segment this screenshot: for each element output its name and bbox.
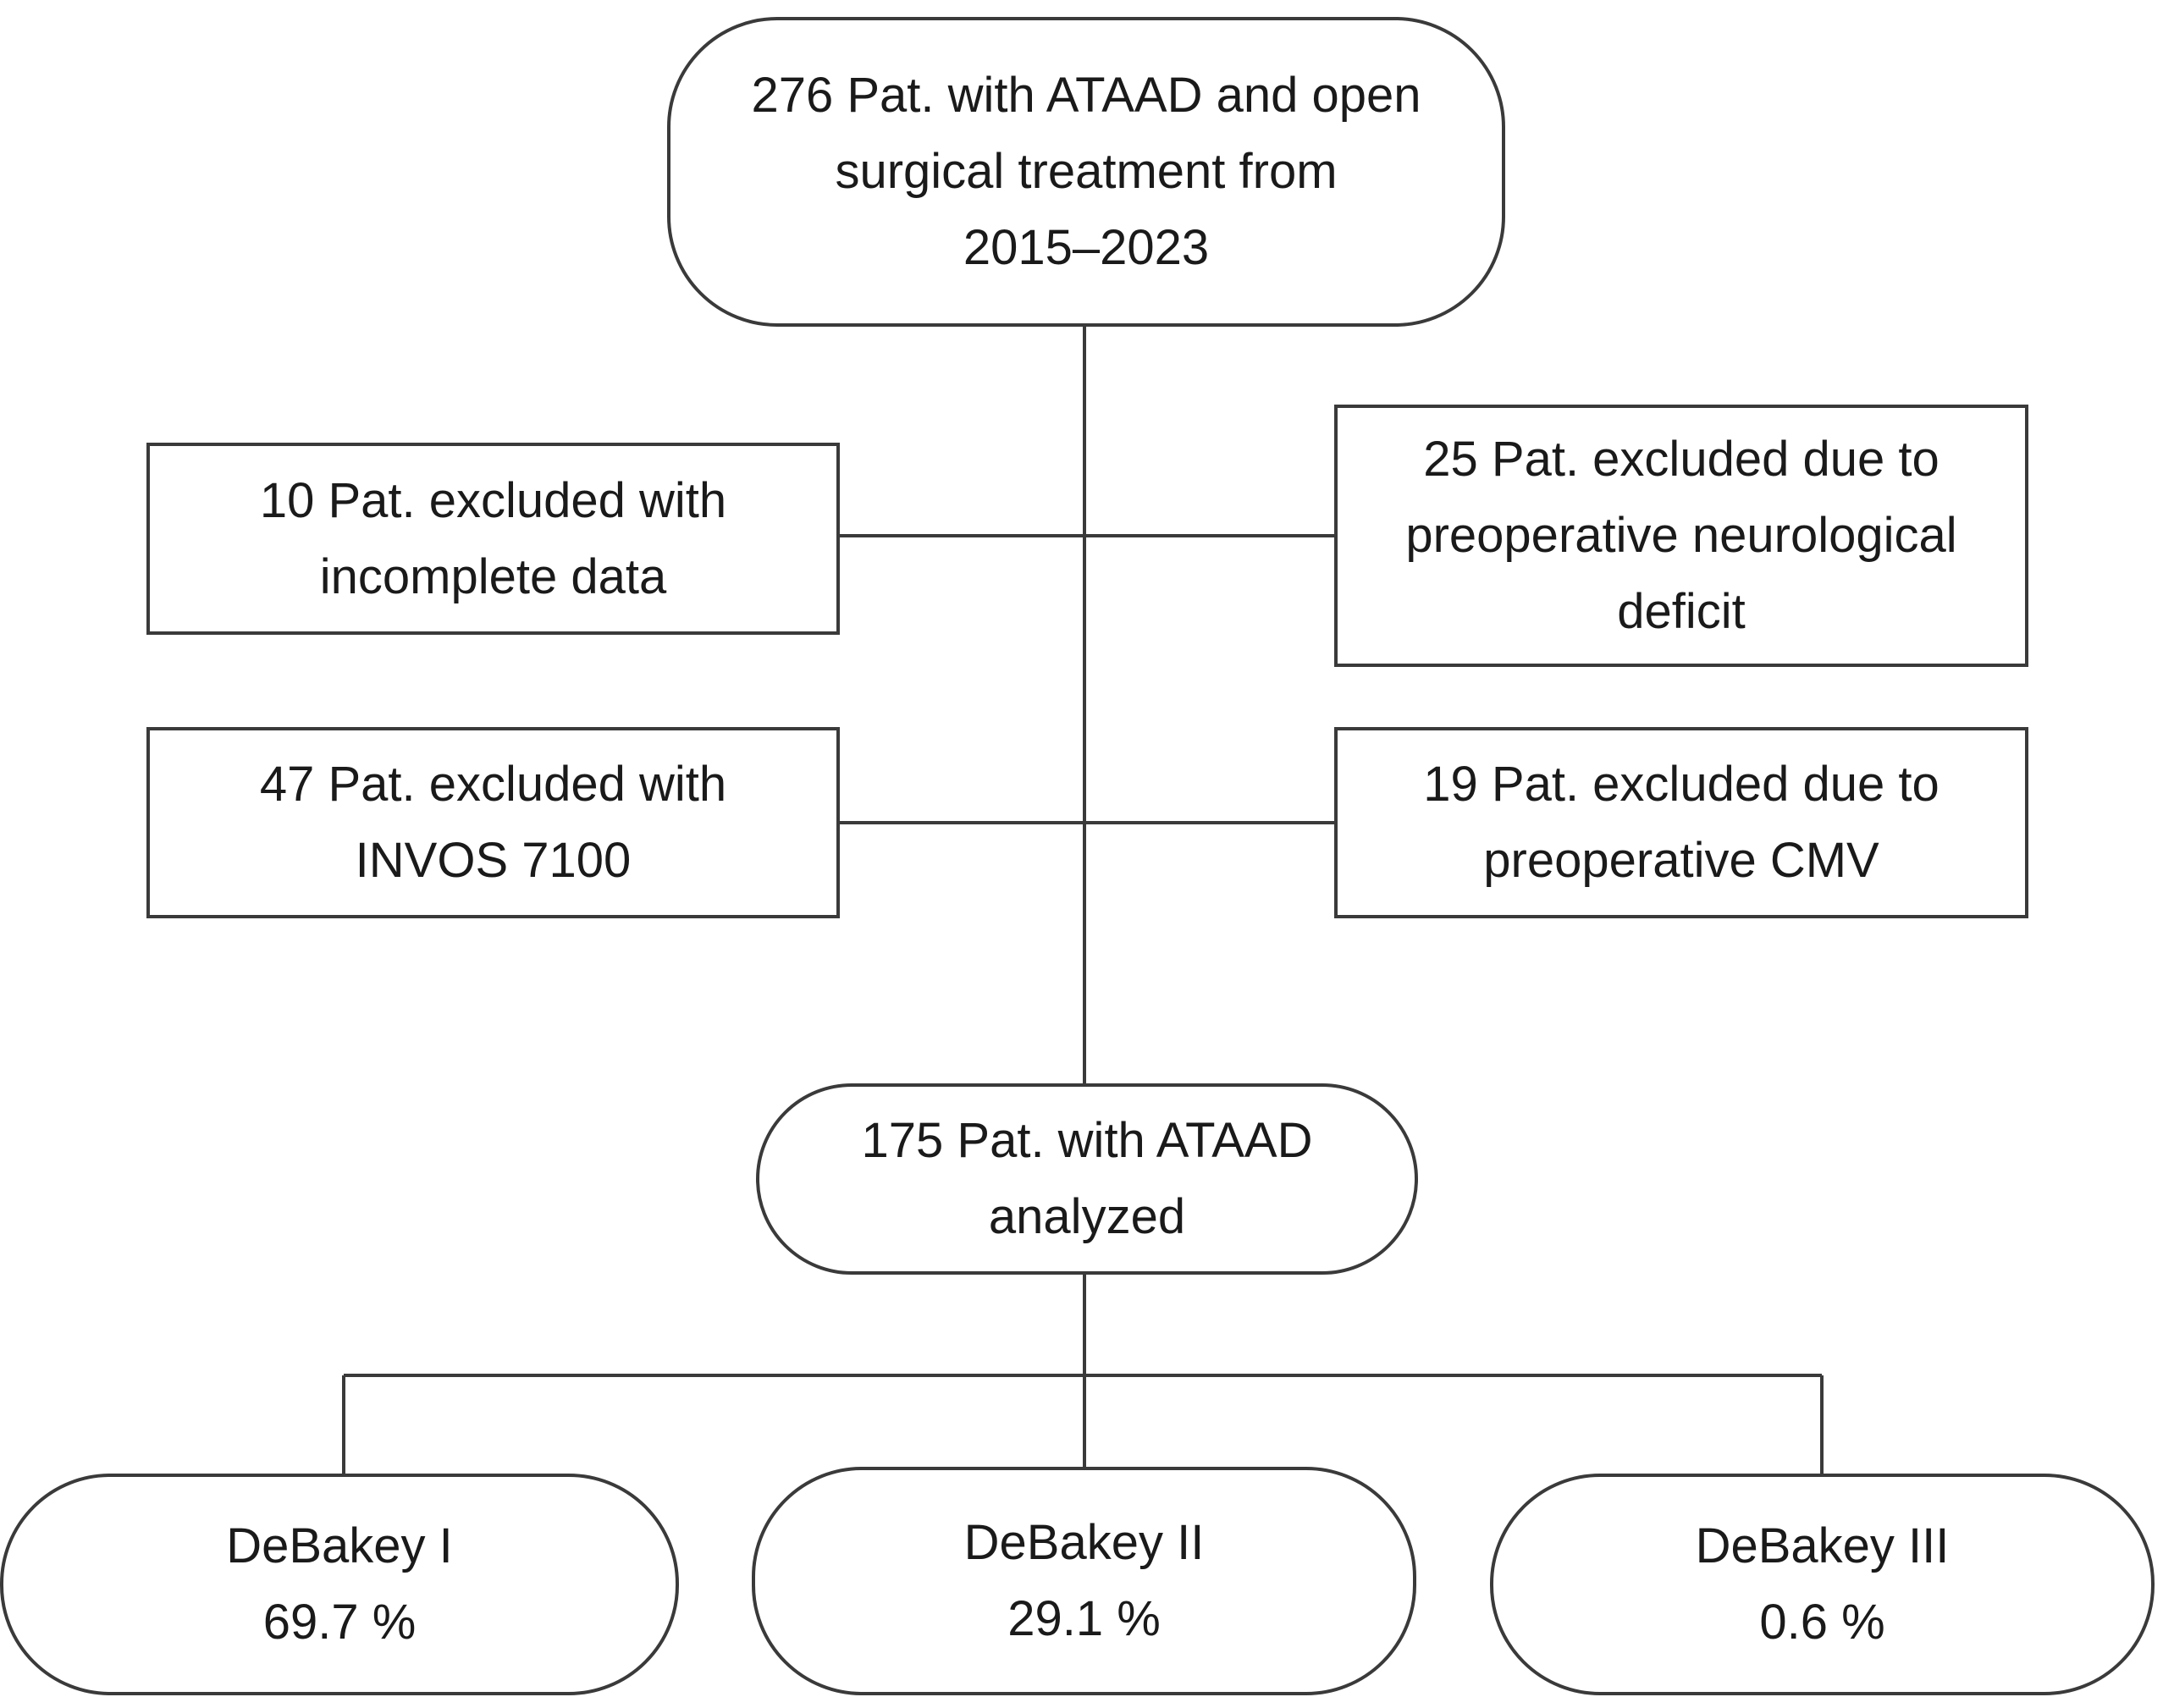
exclusion-cmv-line-2: preoperative CMV bbox=[1483, 833, 1879, 888]
exclusion-neuro-line-1: 25 Pat. excluded due to bbox=[1423, 432, 1940, 487]
exclusion-neuro-line-3: deficit bbox=[1617, 584, 1746, 639]
analyzed-line-2: analyzed bbox=[988, 1189, 1186, 1244]
group-debakey-3-name: DeBakey III bbox=[1695, 1518, 1950, 1573]
group-debakey-1-name: DeBakey I bbox=[226, 1518, 453, 1573]
exclusion-invos-box: 47 Pat. excluded with INVOS 7100 bbox=[146, 727, 840, 918]
group-debakey-1-value: 69.7 % bbox=[262, 1595, 417, 1650]
group-debakey-2-box: DeBakey II 29.1 % bbox=[752, 1467, 1416, 1695]
exclusion-invos-line-1: 47 Pat. excluded with bbox=[259, 757, 727, 812]
exclusion-cmv-box: 19 Pat. excluded due to preoperative CMV bbox=[1334, 727, 2028, 918]
exclusion-cmv-line-1: 19 Pat. excluded due to bbox=[1423, 757, 1940, 812]
exclusion-incomplete-data-box: 10 Pat. excluded with incomplete data bbox=[146, 443, 840, 635]
exclusion-neurological-deficit-box: 25 Pat. excluded due to preoperative neu… bbox=[1334, 405, 2028, 667]
analyzed-cohort-box: 175 Pat. with ATAAD analyzed bbox=[756, 1083, 1418, 1275]
group-debakey-2-name: DeBakey II bbox=[963, 1515, 1205, 1570]
start-cohort-line-1: 276 Pat. with ATAAD and open bbox=[751, 68, 1421, 123]
group-debakey-3-box: DeBakey III 0.6 % bbox=[1490, 1474, 2155, 1695]
start-cohort-box: 276 Pat. with ATAAD and open surgical tr… bbox=[667, 17, 1505, 327]
exclusion-invos-line-2: INVOS 7100 bbox=[355, 833, 632, 888]
analyzed-line-1: 175 Pat. with ATAAD bbox=[861, 1113, 1313, 1168]
start-cohort-line-3: 2015–2023 bbox=[963, 220, 1210, 275]
group-debakey-2-value: 29.1 % bbox=[1007, 1591, 1161, 1646]
start-cohort-line-2: surgical treatment from bbox=[835, 144, 1338, 199]
exclusion-neuro-line-2: preoperative neurological bbox=[1405, 508, 1957, 563]
group-debakey-3-value: 0.6 % bbox=[1759, 1595, 1885, 1650]
exclusion-incomplete-line-1: 10 Pat. excluded with bbox=[259, 472, 727, 528]
group-debakey-1-box: DeBakey I 69.7 % bbox=[0, 1474, 679, 1695]
exclusion-incomplete-line-2: incomplete data bbox=[319, 548, 667, 604]
